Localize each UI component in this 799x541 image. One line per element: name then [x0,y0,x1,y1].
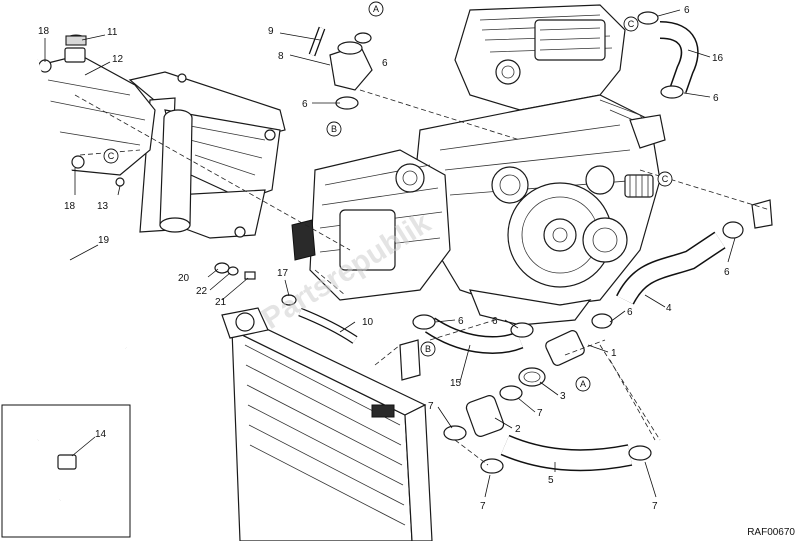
routing-lines [74,89,771,466]
callout-7-bottom-right: 7 [652,501,658,512]
callout-10: 10 [362,317,374,328]
inset-detail-box [1,404,131,538]
ref-b-bottom: B [425,344,431,354]
callout-19: 19 [98,235,110,246]
ref-c-left: C [108,151,115,161]
callout-9: 9 [268,26,274,37]
leader-lines [44,9,736,498]
callout-20: 20 [178,273,190,284]
callout-3: 3 [560,391,566,402]
callout-6-hose15: 6 [458,316,464,327]
diagram-code-label: RAF00670 [747,527,795,538]
hose-set [298,21,726,472]
callout-14: 14 [95,429,107,440]
callout-8: 8 [278,51,284,62]
ref-b-top: B [331,124,337,134]
callout-6-center: 6 [492,316,498,327]
callout-15: 15 [450,378,462,389]
hose-clamps [335,11,744,474]
callout-17: 17 [277,268,289,279]
frame-section [128,71,286,239]
callout-1: 1 [611,348,617,359]
fasteners [115,177,773,381]
callout-11: 11 [107,27,118,38]
ref-a-bottom: A [580,379,586,389]
callout-18-bottom: 18 [64,201,76,212]
callout-6-filler: 6 [382,58,388,69]
callout-7-left: 7 [428,401,434,412]
reference-markers: A B C C C B A [103,1,673,392]
callout-2: 2 [515,424,521,435]
callout-numbers: 18 11 12 18 13 19 9 8 6 6 6 16 6 6 4 6 6… [38,5,730,512]
callout-6-top-right: 6 [684,5,690,16]
callout-7-ring: 7 [537,408,543,419]
ref-a-top: A [373,4,379,14]
callout-13: 13 [97,201,109,212]
callout-4: 4 [666,303,672,314]
radiator [221,307,433,541]
callout-6-filler-clamp: 6 [302,99,308,110]
callout-6-mid-right: 6 [627,307,633,318]
callout-21: 21 [215,297,227,308]
callout-6-right: 6 [713,93,719,104]
ref-c-top: C [628,19,635,29]
engine-assembly [291,4,666,326]
callout-12: 12 [112,54,124,65]
callout-7-bottom: 7 [480,501,486,512]
callout-5: 5 [548,475,554,486]
callout-16: 16 [712,53,724,64]
callout-18-top: 18 [38,26,50,37]
callout-22: 22 [196,286,208,297]
callout-6-far-right: 6 [724,267,730,278]
ref-c-right: C [662,174,669,184]
